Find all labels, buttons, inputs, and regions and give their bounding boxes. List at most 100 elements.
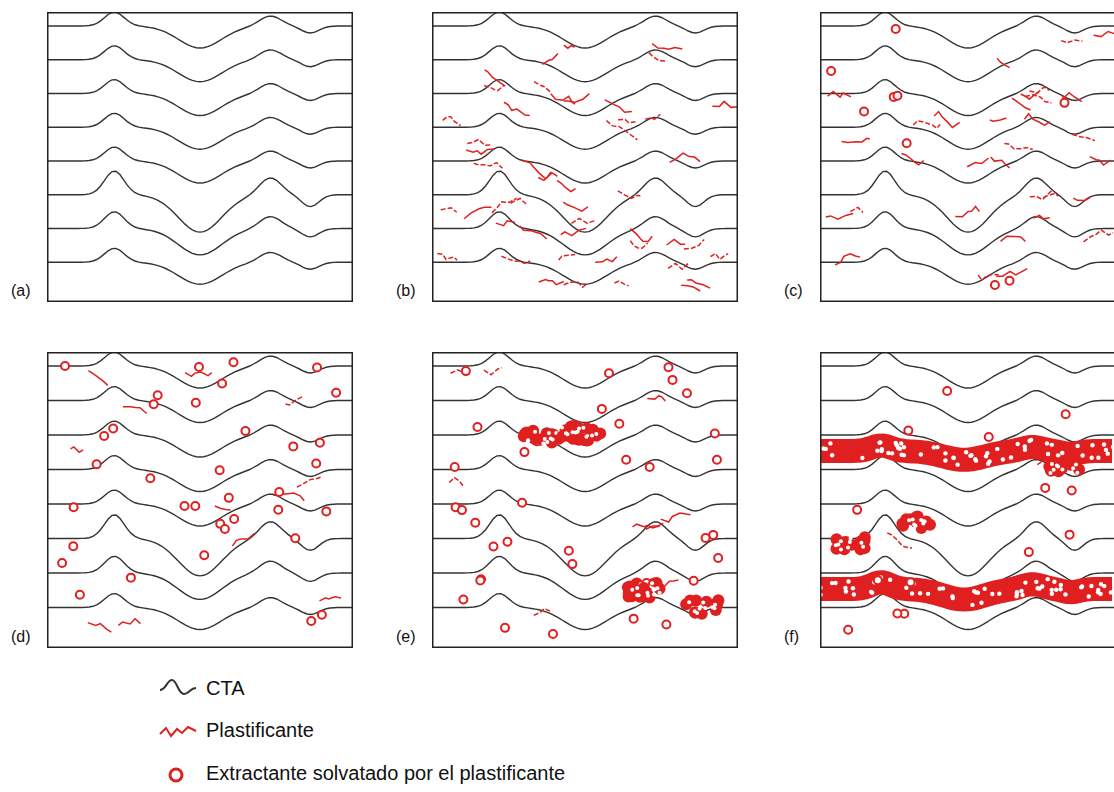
extractant-mark — [332, 389, 340, 397]
panel-border — [433, 353, 738, 648]
extractant-mark — [827, 67, 835, 75]
channel-dot — [888, 578, 892, 582]
extractant-mark — [503, 538, 511, 546]
cluster-blob — [846, 539, 858, 551]
panel-border — [48, 353, 353, 648]
extractant-mark — [216, 466, 224, 474]
legend-text: CTA — [206, 677, 245, 700]
plasticizer-mark — [449, 478, 463, 487]
extractant-mark — [146, 474, 154, 482]
channel-dot — [1080, 453, 1084, 457]
channel-dot — [986, 461, 990, 465]
channel-dot — [955, 462, 959, 466]
panel-ground — [820, 12, 1114, 302]
plasticizer-mark — [564, 282, 587, 287]
extractant-mark — [459, 595, 467, 603]
plasticizer-mark — [564, 45, 575, 48]
cta-chain — [47, 387, 353, 423]
membrane-panel — [432, 12, 738, 302]
extractant-mark — [221, 525, 229, 533]
extractant-mark — [195, 363, 203, 371]
cta-chain — [432, 456, 738, 492]
channel-dot — [899, 441, 903, 445]
channel-dot — [902, 445, 906, 449]
plasticizer-mark — [1004, 144, 1033, 150]
channel-dot — [910, 591, 914, 595]
cta-chain — [47, 113, 353, 149]
cluster-dot — [701, 601, 705, 605]
extractant-mark — [318, 611, 326, 619]
plasticizer-mark — [618, 191, 641, 199]
cluster-blob — [689, 607, 701, 619]
cluster-dot — [687, 600, 691, 604]
cluster-dot — [581, 426, 585, 430]
cluster-blob — [896, 518, 908, 530]
extractant-mark — [690, 577, 698, 585]
legend-samples — [160, 680, 196, 781]
cluster-dot — [577, 427, 581, 431]
extractant-mark — [520, 448, 528, 456]
extractant-mark — [598, 405, 606, 413]
extractant-mark — [241, 427, 249, 435]
cta-chain — [820, 387, 1114, 423]
plasticizer-mark — [1073, 197, 1090, 200]
channel-dot — [846, 579, 850, 583]
cluster-dot — [1052, 468, 1056, 472]
channel-dot — [1089, 584, 1093, 588]
channel-dot — [1054, 588, 1058, 592]
cluster-dot — [713, 603, 717, 607]
extractant-mark — [69, 542, 77, 550]
plasticizer-mark — [712, 101, 738, 107]
plasticizer-mark — [215, 506, 231, 510]
extractant-mark — [630, 615, 638, 623]
cluster-dot — [560, 425, 564, 429]
cta-chain — [47, 80, 353, 116]
plasticizer-mark — [710, 254, 728, 260]
extractant-mark — [154, 391, 162, 399]
cta-chain — [432, 12, 738, 48]
channel-dot — [1063, 592, 1067, 596]
channel-dot — [895, 443, 899, 447]
extractant-mark — [904, 427, 912, 435]
cluster-dot — [839, 547, 843, 551]
channel-dot — [1023, 580, 1027, 584]
extractant-mark — [903, 139, 911, 147]
extractant-mark — [58, 559, 66, 567]
plasticizer-mark — [1001, 236, 1026, 241]
cluster-blob — [578, 434, 590, 446]
plasticizer-mark — [534, 82, 550, 92]
membrane-panel — [432, 352, 738, 648]
plasticizer-mark — [668, 263, 688, 269]
plasticizer-mark — [996, 269, 1027, 277]
cta-chain — [820, 147, 1114, 183]
panel-label: (d) — [11, 628, 31, 646]
cluster-dot — [834, 543, 838, 547]
plasticizer-mark — [1061, 40, 1082, 43]
cluster-dot — [646, 594, 650, 598]
channel-dot — [918, 591, 922, 595]
legend-text: Extractante solvatado por el plastifican… — [206, 762, 565, 785]
channel-dot — [860, 456, 864, 460]
plasticizer-mark — [564, 94, 590, 103]
extractant-mark — [669, 376, 677, 384]
extractant-mark — [192, 399, 200, 407]
channel-dot — [1090, 443, 1094, 447]
plasticizer-mark — [978, 274, 999, 280]
plasticizer-mark — [649, 53, 666, 61]
channel-dot — [976, 591, 980, 595]
channel-dot — [943, 458, 947, 462]
plasticizer-mark — [850, 207, 863, 212]
cta-chain — [432, 352, 738, 388]
cluster-dot — [695, 611, 699, 615]
channel-dot — [1080, 584, 1084, 588]
plasticizer-mark — [437, 253, 457, 260]
plasticizer-mark — [1033, 215, 1050, 218]
extractant-mark — [230, 515, 238, 523]
extractant-mark — [322, 507, 330, 515]
cta-chain — [432, 46, 738, 82]
channel-dot — [919, 452, 923, 456]
channel-dot — [952, 456, 956, 460]
plasticizer-sample — [160, 727, 196, 736]
channel-dot — [1050, 591, 1054, 595]
extractant-mark — [1061, 99, 1069, 107]
